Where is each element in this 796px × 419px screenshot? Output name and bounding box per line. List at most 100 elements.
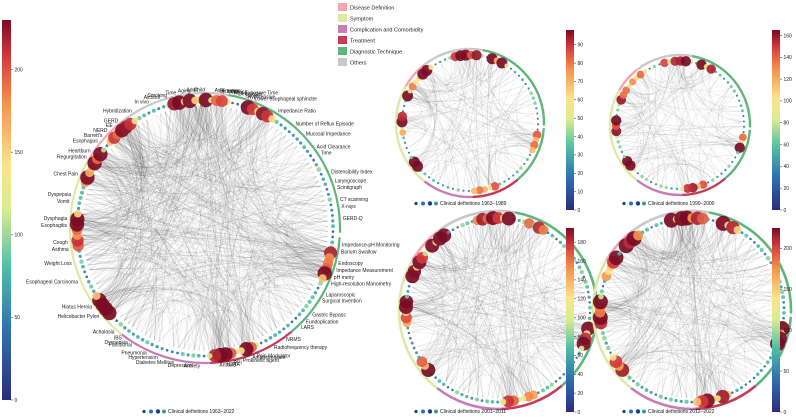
edge (449, 256, 569, 385)
edge (691, 364, 703, 399)
node-layer (611, 56, 747, 193)
node-label: Hypotensive (248, 94, 276, 100)
edge (473, 225, 544, 252)
node (436, 181, 440, 185)
edge (603, 223, 673, 307)
edge (417, 343, 568, 365)
edge (140, 284, 300, 333)
edge (82, 131, 134, 235)
edge (279, 176, 325, 206)
node (562, 243, 567, 249)
edge (98, 105, 193, 168)
edge (739, 245, 773, 348)
edge (726, 230, 756, 372)
edge (605, 221, 700, 328)
node (734, 156, 737, 159)
edge (614, 267, 711, 397)
edge (121, 137, 157, 340)
node (316, 286, 320, 290)
node-label: Hiatus Hernia (62, 305, 93, 311)
node-label: In vivo (134, 99, 149, 105)
edge (635, 242, 781, 303)
edge (628, 225, 719, 372)
edge (258, 210, 327, 339)
edge (628, 222, 706, 372)
edge (82, 218, 240, 346)
edge (459, 230, 477, 395)
edge (200, 105, 293, 315)
edge (417, 260, 572, 284)
edge (603, 305, 775, 341)
edge (508, 94, 533, 144)
edge (628, 357, 666, 394)
edge (626, 292, 779, 369)
node-label: Europe (222, 89, 238, 95)
edge (516, 139, 534, 159)
edge (609, 277, 632, 356)
edge (86, 116, 258, 261)
edge (494, 221, 519, 253)
edge (417, 272, 478, 397)
edge (82, 105, 198, 230)
node (407, 331, 411, 335)
edge (662, 226, 765, 361)
node-label: Asthma (52, 247, 69, 253)
edge (434, 292, 585, 372)
edge (420, 79, 495, 184)
edge (472, 57, 475, 80)
edge (606, 323, 779, 333)
edge (701, 350, 771, 398)
edge (699, 331, 778, 399)
edge (409, 246, 446, 312)
edge (249, 113, 319, 277)
edge (721, 331, 778, 394)
edge (240, 110, 277, 328)
edge (404, 65, 502, 122)
edge (684, 221, 697, 399)
edge (129, 118, 261, 162)
edge (473, 225, 526, 395)
edge (103, 121, 268, 169)
node (679, 186, 685, 192)
edge (126, 132, 319, 187)
edge (447, 237, 584, 289)
edge (203, 105, 322, 269)
edge (85, 254, 136, 314)
edge (643, 366, 740, 385)
edge (634, 68, 657, 167)
edge (414, 277, 437, 289)
edge (101, 138, 290, 180)
node-label: Smoking (148, 93, 168, 99)
edge (404, 121, 480, 188)
edge (95, 273, 125, 294)
edge (607, 226, 721, 338)
edge (652, 72, 712, 180)
edge (405, 72, 435, 133)
edge (617, 241, 749, 271)
edge (603, 221, 695, 309)
edge (82, 229, 314, 286)
node (782, 301, 786, 304)
edge (501, 221, 504, 253)
edge (419, 69, 437, 165)
edge (123, 264, 321, 321)
node-label: Asia (215, 88, 225, 94)
edge (478, 58, 534, 138)
edge (621, 235, 656, 364)
edge (83, 118, 261, 246)
colorbar-tick-label: 0 (578, 208, 581, 214)
edge (430, 232, 540, 368)
edge (506, 143, 532, 174)
node (648, 67, 651, 70)
edge (165, 105, 201, 138)
node (523, 162, 526, 165)
edge (632, 244, 722, 394)
node (294, 316, 298, 320)
edge (247, 146, 298, 343)
edge (670, 224, 706, 398)
edge (97, 127, 150, 180)
edge (422, 264, 582, 339)
edge (96, 169, 142, 327)
edge (409, 75, 431, 99)
node (442, 382, 446, 386)
